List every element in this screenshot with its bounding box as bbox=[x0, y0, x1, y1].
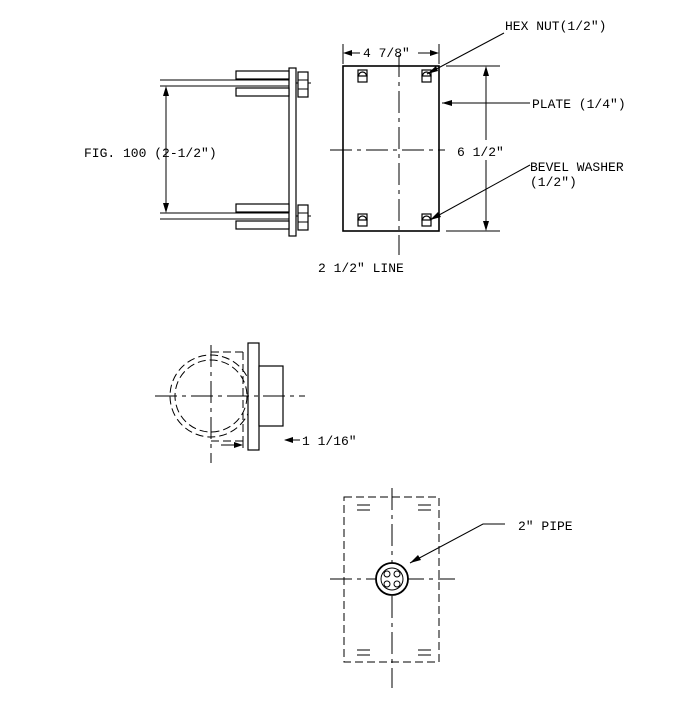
end-view: 1 1/16" bbox=[155, 342, 357, 463]
bolt-top-right bbox=[421, 69, 432, 83]
side-view: FIG. 100 (2-1/2") bbox=[84, 67, 311, 237]
slot-bottom-left bbox=[357, 649, 370, 656]
width-dim-label: 4 7/8" bbox=[363, 46, 410, 61]
hex-nut-lower bbox=[297, 204, 309, 231]
slot-top-left bbox=[357, 504, 370, 511]
bolt-top-left bbox=[357, 69, 368, 83]
pipe-label: 2" PIPE bbox=[518, 519, 573, 534]
plate-front bbox=[342, 65, 440, 232]
bolt-bottom-right bbox=[421, 213, 432, 227]
slot-bottom-right bbox=[418, 649, 431, 656]
line-label: 2 1/2" LINE bbox=[318, 261, 404, 276]
fig-ref-label: FIG. 100 (2-1/2") bbox=[84, 146, 217, 161]
offset-dim-label: 1 1/16" bbox=[302, 434, 357, 449]
front-view: 4 7/8" 6 1/2" HEX NUT(1/2") PLATE (1/4")… bbox=[318, 19, 626, 276]
bevel-washer-label-2: (1/2") bbox=[530, 175, 577, 190]
bevel-washer-label-1: BEVEL WASHER bbox=[530, 160, 624, 175]
height-dim-label: 6 1/2" bbox=[457, 145, 504, 160]
plan-view: 2" PIPE bbox=[330, 488, 573, 688]
bolt-bottom-left bbox=[357, 213, 368, 227]
slot-top-right bbox=[418, 504, 431, 511]
plate-label: PLATE (1/4") bbox=[532, 97, 626, 112]
hex-nut-upper bbox=[297, 71, 309, 98]
side-plate bbox=[288, 67, 297, 237]
hex-nut-label: HEX NUT(1/2") bbox=[505, 19, 606, 34]
